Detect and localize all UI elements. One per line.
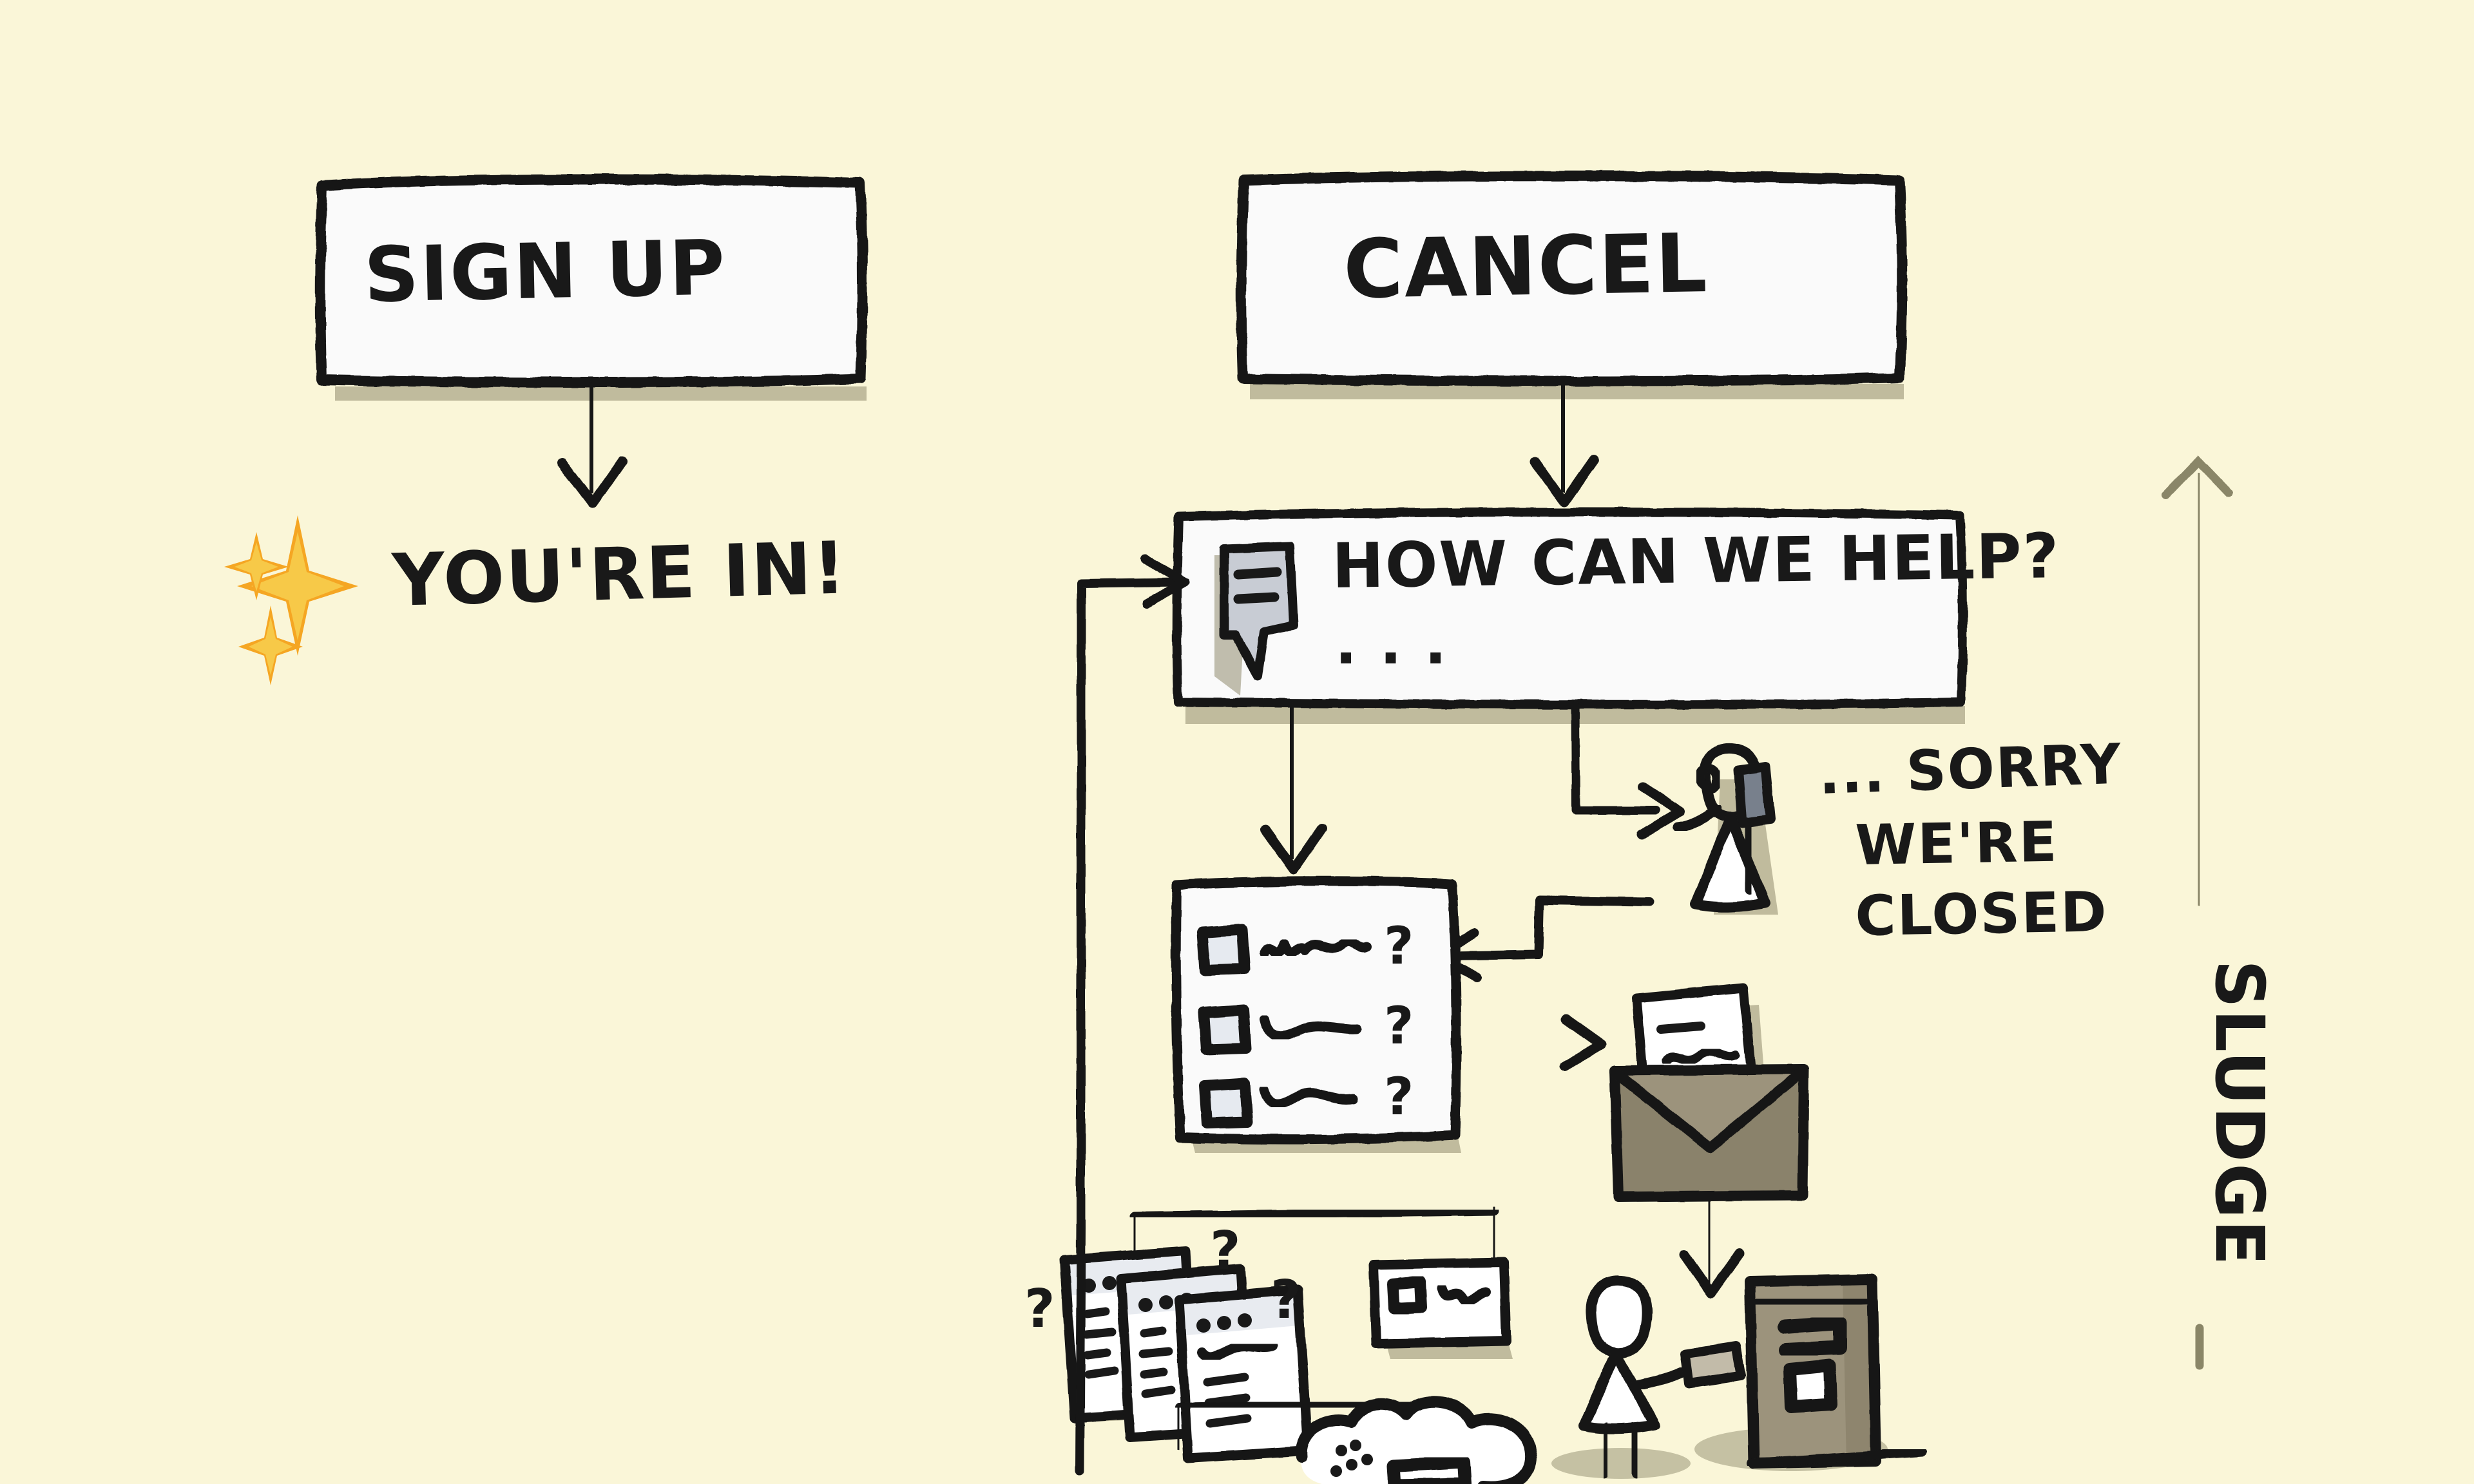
paper-mark-1: ?: [1024, 1279, 1057, 1340]
cloud-blob-icon: [1295, 1396, 1537, 1484]
survey-mark-2: ?: [1384, 996, 1415, 1056]
connector-envelope-to-maildrop: [1679, 1192, 1745, 1298]
squiggle-line-2: [1259, 1014, 1362, 1041]
stacked-documents-icon: ? ? ?: [1024, 1221, 1313, 1463]
sign-up-shadow: [335, 386, 867, 401]
checkbox-empty-3[interactable]: [1199, 1078, 1253, 1129]
paper-mark-3: ?: [1271, 1270, 1303, 1331]
chat-box-fill: [1178, 513, 1962, 703]
youre-in-label: YOU'RE IN!: [390, 526, 848, 623]
sludge-label: SLUDGE: [2200, 960, 2279, 1267]
cancel-button[interactable]: CANCEL: [1236, 171, 1908, 399]
cancel-border: [1236, 171, 1908, 386]
connector-chat-to-agent: [1571, 701, 1685, 840]
chat-help-box[interactable]: HOW CAN WE HELP? . . .: [1172, 508, 2060, 724]
survey-row-1[interactable]: ?: [1196, 916, 1415, 976]
sign-up-button[interactable]: SIGN UP: [314, 174, 868, 401]
survey-row-3[interactable]: ?: [1199, 1067, 1415, 1129]
cancel-label: CANCEL: [1343, 216, 1709, 317]
checkbox-empty-2[interactable]: [1198, 1004, 1252, 1056]
youre-in-result: YOU'RE IN!: [224, 515, 848, 685]
survey-mark-1: ?: [1384, 916, 1415, 976]
small-dialog-icon[interactable]: [1368, 1257, 1513, 1359]
chat-ellipsis: . . .: [1335, 610, 1448, 678]
connector-cancel-to-chat: [1529, 381, 1599, 508]
checkbox-empty-1[interactable]: [1196, 924, 1251, 976]
sign-up-border: [314, 174, 868, 388]
connector-chat-to-survey: [1260, 701, 1327, 875]
cancel-fill: [1242, 177, 1901, 380]
connector-loop-back-to-chat: [1075, 555, 1190, 1476]
chat-bubble-icon: [1214, 542, 1298, 696]
agent-line-3: CLOSED: [1855, 880, 2109, 949]
squiggle-line-1: [1259, 937, 1372, 958]
sparkles-emoji: [224, 515, 358, 685]
paper-mark-2: ?: [1210, 1221, 1242, 1282]
agent-closed-group: ... SORRY WE'RE CLOSED: [1673, 732, 2123, 949]
agent-line-2: WE'RE: [1855, 810, 2059, 878]
chat-help-label: HOW CAN WE HELP?: [1332, 520, 2060, 602]
survey-form[interactable]: ? ? ?: [1171, 876, 1462, 1153]
squiggle-line-dialog: [1437, 1283, 1491, 1306]
sludge-axis-line: [2194, 472, 2204, 906]
envelope-with-letter-icon: [1609, 983, 1809, 1202]
agent-line-1: ... SORRY: [1817, 732, 2123, 807]
survey-border: [1171, 876, 1462, 1145]
person-posting-letter-icon: [1551, 1273, 1927, 1479]
person-with-phone-icon: [1673, 743, 1778, 915]
connector-signup-to-youre-in: [557, 382, 628, 509]
sign-up-label: SIGN UP: [363, 223, 727, 319]
checkbox-empty-dialog[interactable]: [1387, 1276, 1427, 1315]
chat-box-border: [1172, 508, 1968, 709]
connector-survey-to-envelope: [1453, 1014, 1607, 1072]
survey-row-2[interactable]: ?: [1198, 996, 1415, 1056]
up-arrow-icon: [2162, 455, 2234, 499]
sludge-axis: SLUDGE: [2162, 455, 2279, 1370]
survey-mark-3: ?: [1384, 1067, 1415, 1127]
sign-up-fill: [321, 181, 862, 381]
cancel-shadow: [1250, 384, 1904, 399]
squiggle-line-3: [1259, 1085, 1358, 1109]
